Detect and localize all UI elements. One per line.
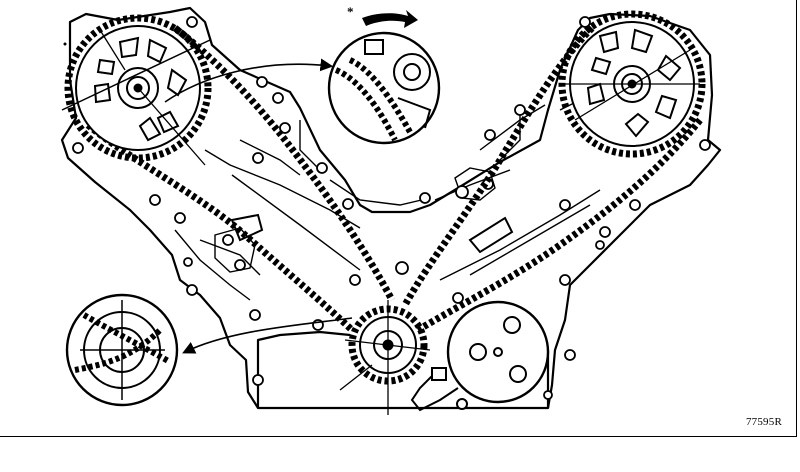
rotation-direction-arrow xyxy=(362,10,418,28)
detail-magnifier-upper xyxy=(327,31,441,145)
water-pump xyxy=(410,300,550,412)
detail-magnifier-lower xyxy=(65,293,179,407)
reference-dot xyxy=(63,42,67,46)
asterisk-mark: * xyxy=(347,4,354,19)
crankshaft-sprocket xyxy=(339,300,431,415)
chain-tensioners xyxy=(230,213,514,254)
block-detail-lines xyxy=(174,94,601,301)
timing-chain-left xyxy=(85,25,396,333)
right-camshaft-sprocket xyxy=(558,10,706,158)
timing-chain-diagram xyxy=(60,6,722,415)
left-camshaft-sprocket xyxy=(61,14,212,166)
bolt-holes xyxy=(72,16,711,400)
figure-frame xyxy=(0,0,797,437)
callout-arrows xyxy=(164,58,353,354)
timing-chain-right xyxy=(401,25,703,334)
figure-reference-code: 77595R xyxy=(745,416,782,428)
